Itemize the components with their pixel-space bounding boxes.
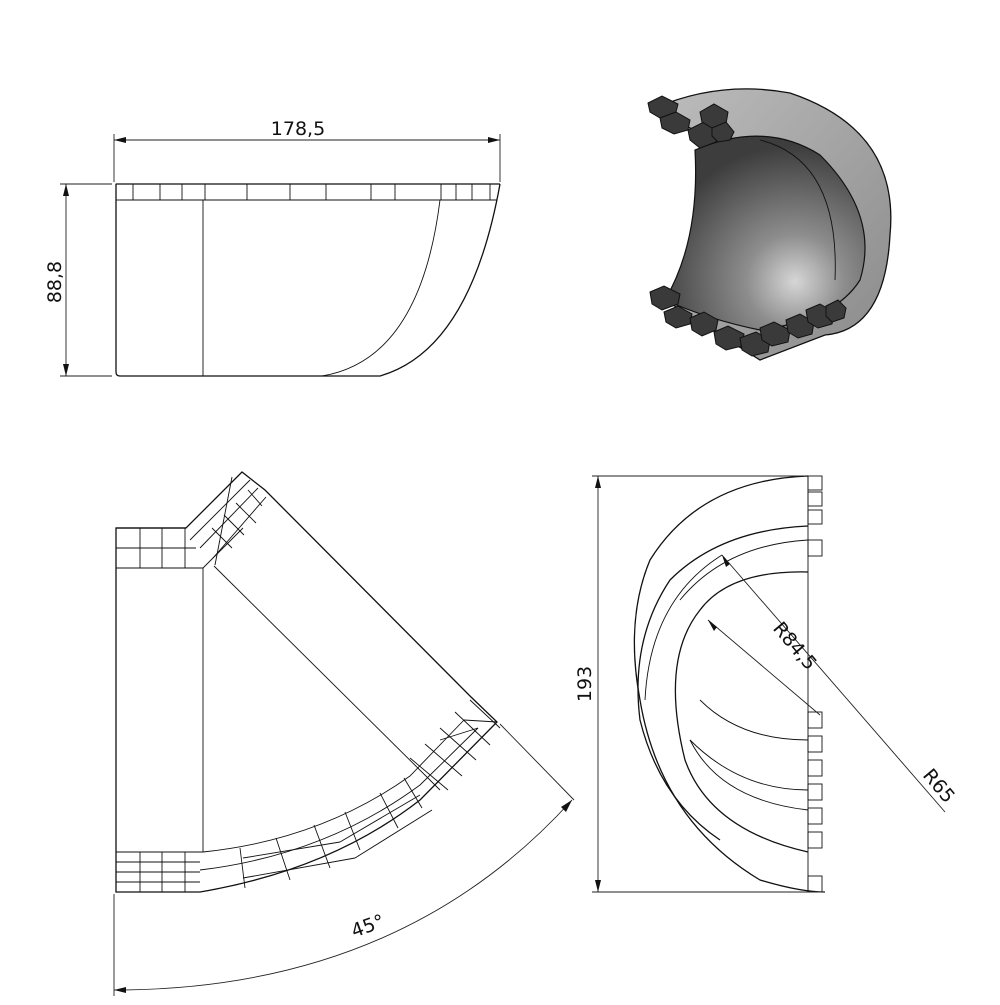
- radius-dimensions: R84,5 R65: [707, 554, 959, 813]
- inner-radius-label: R65: [918, 765, 959, 808]
- outer-radius-label: R84,5: [768, 618, 821, 675]
- isometric-view: [647, 88, 892, 361]
- height-label: 88,8: [44, 261, 66, 303]
- overall-height-label: 193: [574, 666, 596, 702]
- height-dimension: 88,8: [44, 183, 112, 377]
- angle-label: 45°: [348, 910, 387, 942]
- top-view: 45°: [113, 471, 575, 996]
- side-view: 193 R84,5 R65: [574, 475, 959, 893]
- length-dimension: 178,5: [113, 118, 501, 182]
- length-label: 178,5: [271, 118, 325, 140]
- front-view: 178,5 88,8: [44, 118, 501, 377]
- overall-height-dimension: 193: [574, 475, 825, 893]
